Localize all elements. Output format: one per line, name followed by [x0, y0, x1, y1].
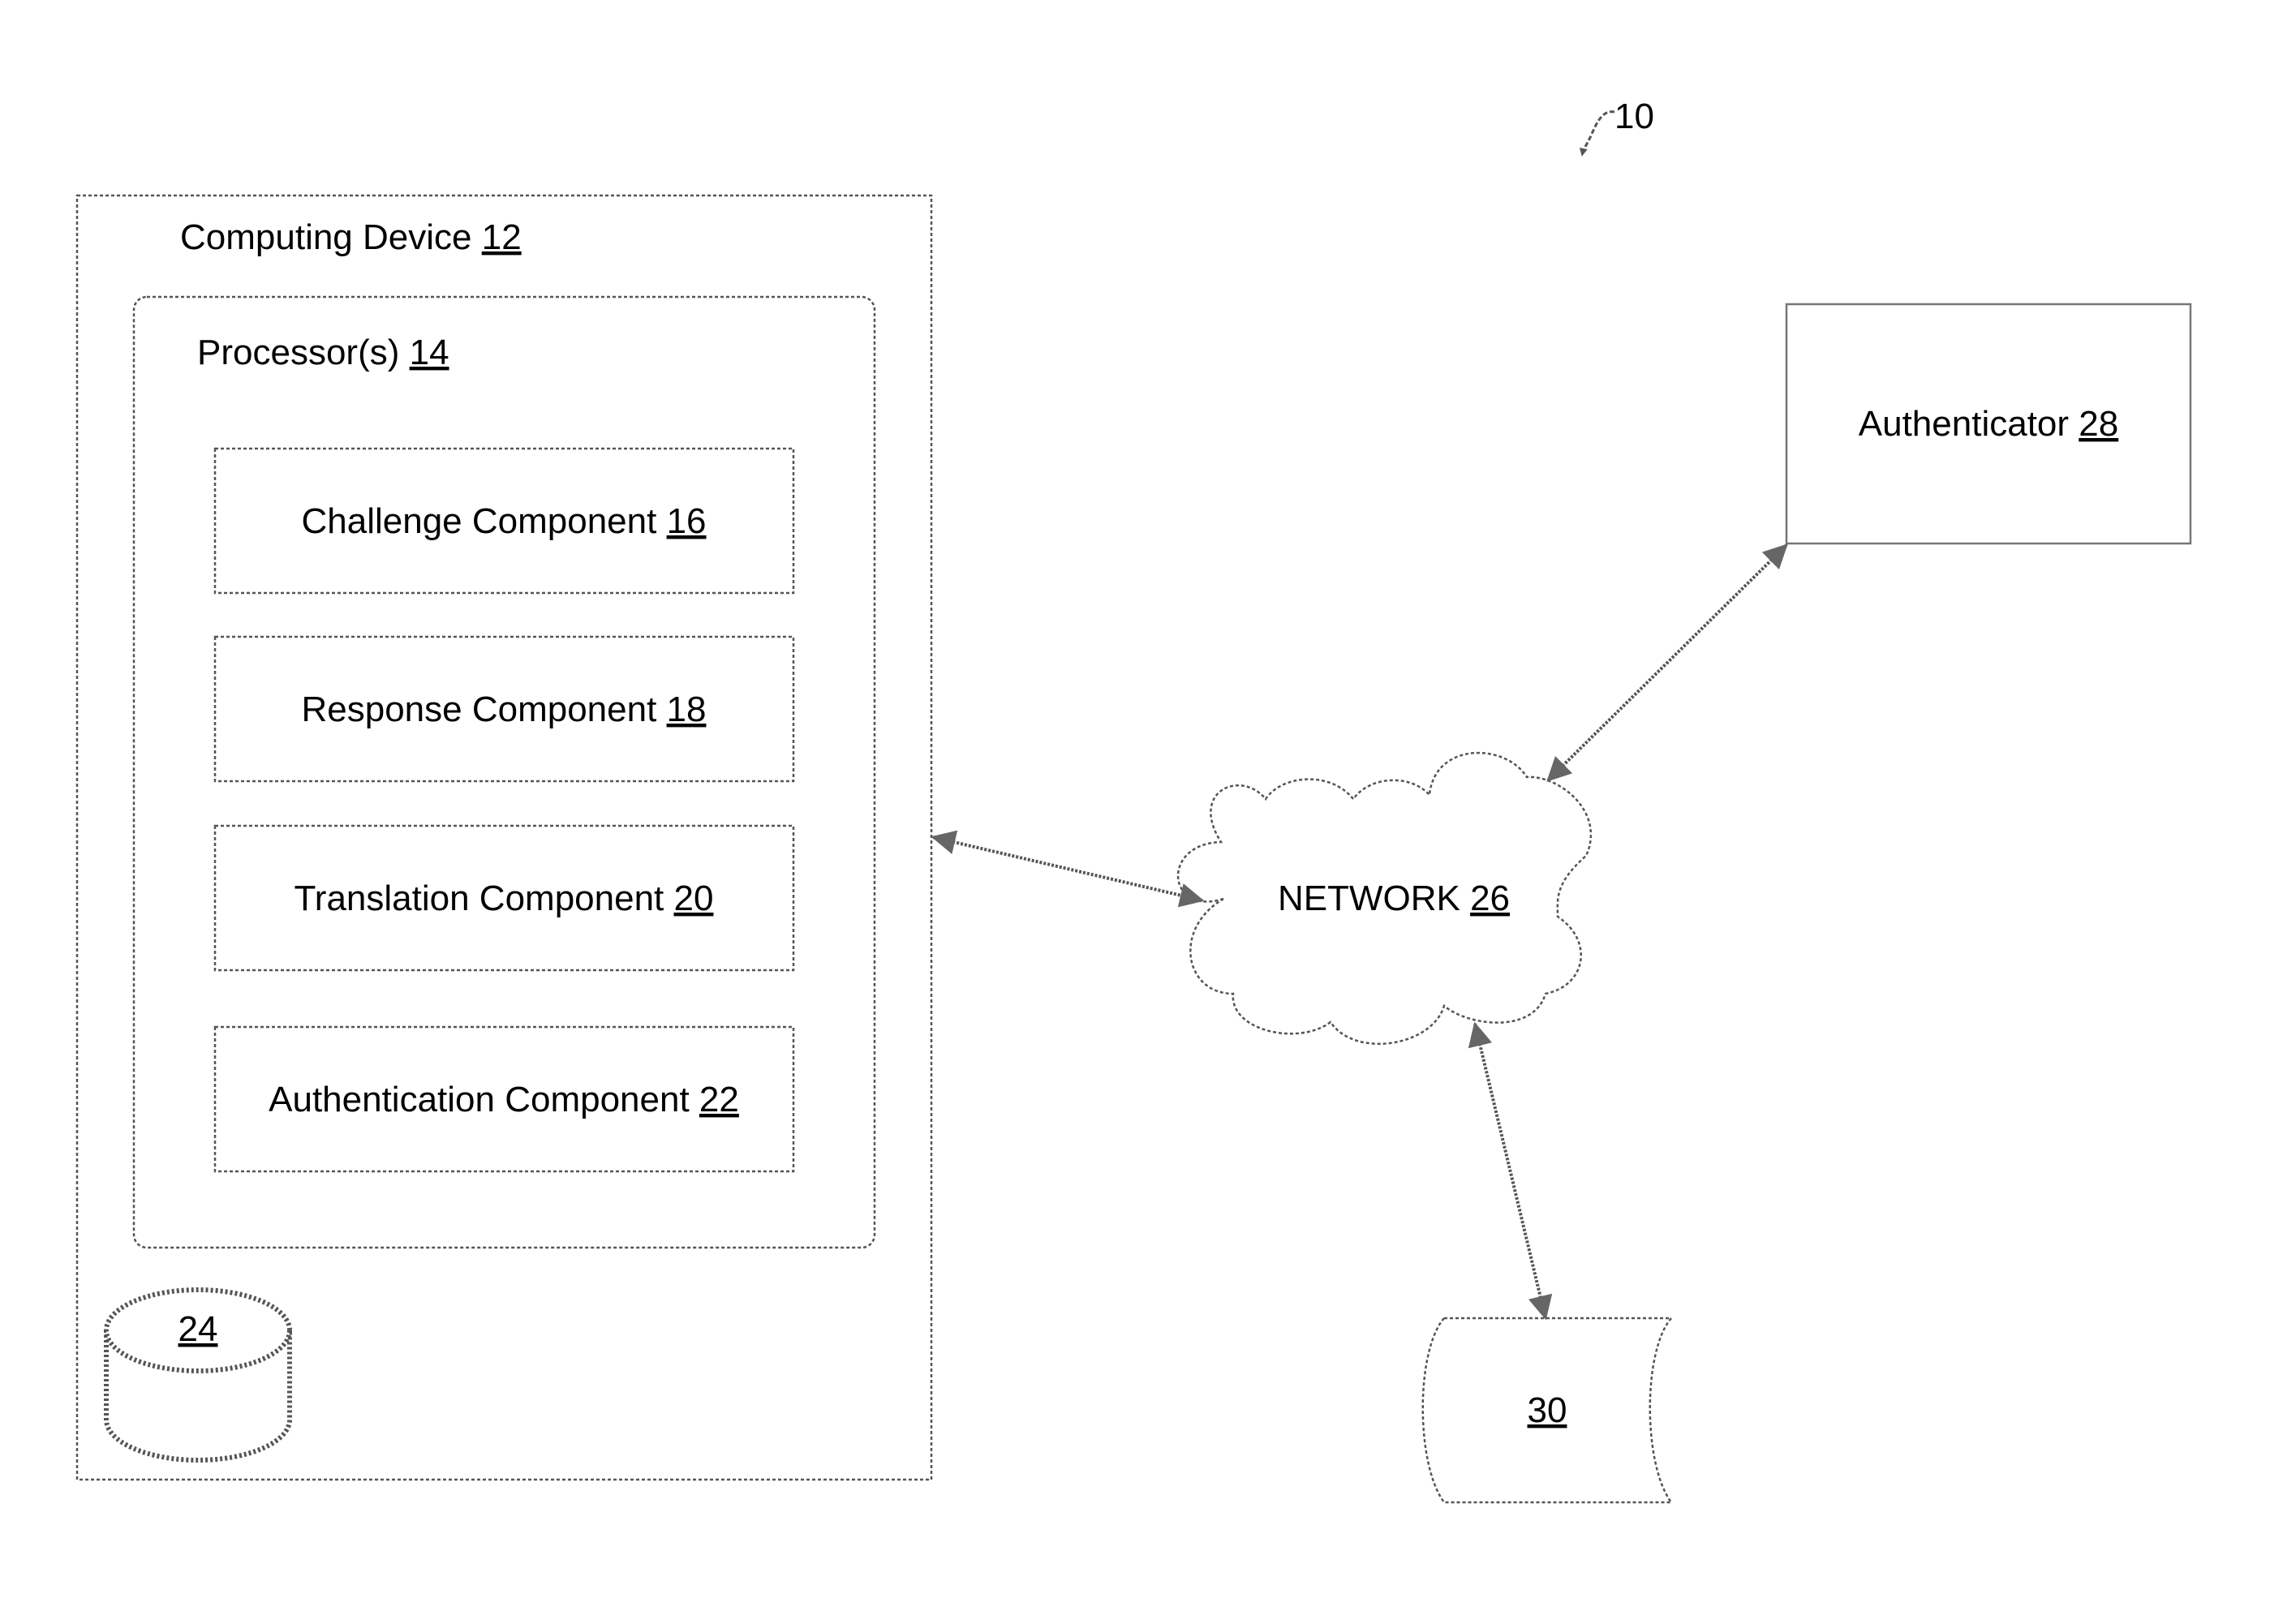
figure-ref-number: 10: [1614, 97, 1654, 136]
network-cloud: NETWORK 26: [1178, 753, 1591, 1044]
response-component: Response Component 18: [215, 637, 793, 781]
authenticator-ref: 28: [2079, 404, 2118, 444]
computing-device: Computing Device 12: [77, 195, 931, 1480]
response-component-label: Response Component 18: [301, 690, 706, 729]
authenticator: Authenticator 28: [1786, 304, 2190, 543]
challenge-component: Challenge Component 16: [215, 449, 793, 593]
network-label: NETWORK 26: [1278, 879, 1510, 918]
authentication-component: Authentication Component 22: [215, 1027, 793, 1171]
processors-ref: 14: [410, 333, 449, 372]
figure-reference: 10: [1582, 97, 1654, 156]
computing-device-label: Computing Device 12: [180, 217, 522, 257]
authenticator-label: Authenticator 28: [1859, 404, 2118, 444]
connector-device-network: [933, 837, 1202, 900]
connector-network-authenticator: [1548, 545, 1786, 780]
translation-component: Translation Component 20: [215, 826, 793, 970]
computing-device-ref: 12: [482, 217, 522, 257]
translation-component-label: Translation Component 20: [294, 879, 714, 918]
storage-cylinder: 24: [106, 1290, 290, 1460]
storage-ref: 24: [178, 1309, 218, 1349]
challenge-component-label: Challenge Component 16: [301, 501, 706, 541]
authentication-component-label: Authentication Component 22: [269, 1080, 739, 1119]
computing-device-box: [77, 195, 931, 1480]
figure-ref-arrow: [1582, 112, 1614, 156]
document-ref: 30: [1528, 1390, 1567, 1430]
processors-label: Processor(s) 14: [197, 333, 449, 372]
document-storage: 30: [1423, 1318, 1671, 1502]
connector-network-document: [1475, 1024, 1546, 1318]
network-ref: 26: [1470, 879, 1510, 918]
